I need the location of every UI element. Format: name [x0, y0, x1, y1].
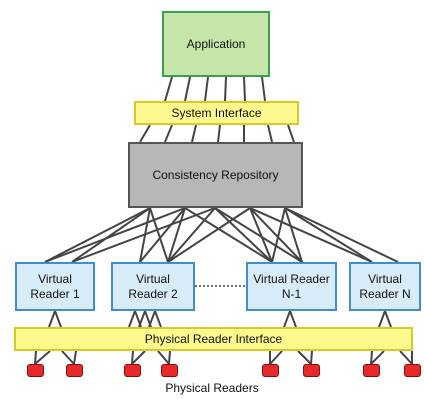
repository-reader-connector: [249, 207, 373, 263]
repository-reader-connector: [44, 207, 151, 263]
interface-physical-reader-connector: [168, 350, 171, 365]
interface-repository-connector: [217, 124, 221, 143]
repository-reader-connector: [167, 207, 251, 263]
app-interface-connector: [224, 76, 227, 102]
repository-reader-connector: [249, 207, 303, 263]
physical-reader-device: [161, 364, 178, 377]
app-interface-connector: [184, 76, 191, 102]
virtual-reader-1-box: Virtual Reader 1: [15, 262, 95, 311]
interface-physical-reader-connector: [157, 350, 170, 365]
repository-reader-connector: [284, 207, 399, 263]
physical-reader-device: [404, 364, 421, 377]
virtual-reader-n-minus-1-box: Virtual Reader N-1: [246, 262, 337, 311]
interface-physical-reader-connector: [34, 350, 51, 365]
repository-reader-connector: [249, 207, 273, 263]
physical-reader-device: [363, 364, 380, 377]
app-interface-connector: [164, 76, 173, 102]
repository-reader-connector: [71, 207, 151, 263]
physical-reader-interface-label: Physical Reader Interface: [144, 331, 283, 346]
interface-repository-connector: [267, 124, 273, 143]
repository-reader-connector: [167, 207, 216, 263]
physical-reader-device: [124, 364, 141, 377]
consistency-repository-label: Consistency Repository: [152, 167, 279, 182]
system-interface-label: System Interface: [171, 105, 262, 120]
interface-physical-reader-connector: [131, 350, 134, 365]
interface-repository-connector: [287, 124, 295, 143]
consistency-repository-box: Consistency Repository: [128, 142, 303, 208]
interface-physical-reader-connector: [310, 350, 313, 365]
repository-reader-connector: [139, 207, 186, 263]
repository-reader-connector: [214, 207, 273, 263]
virtual-reader-n-minus-1-label: Virtual Reader N-1: [253, 271, 330, 301]
reader-interface-connector: [54, 310, 62, 328]
interface-physical-reader-connector: [399, 350, 413, 365]
repository-reader-connector: [71, 207, 216, 263]
repository-reader-connector: [214, 207, 303, 263]
repository-reader-connector: [184, 207, 273, 263]
virtual-reader-n-box: Virtual Reader N: [349, 262, 421, 311]
virtual-reader-2-box: Virtual Reader 2: [111, 262, 195, 311]
repository-reader-connector: [271, 207, 286, 263]
interface-physical-reader-connector: [34, 350, 37, 365]
interface-repository-connector: [191, 124, 197, 143]
virtual-reader-1-label: Virtual Reader 1: [30, 271, 80, 301]
interface-physical-reader-connector: [297, 350, 312, 365]
repository-reader-connector: [167, 207, 186, 263]
virtual-reader-n-label: Virtual Reader N: [359, 271, 411, 301]
physical-reader-interface-box: Physical Reader Interface: [14, 327, 413, 351]
reader-interface-connector: [48, 310, 56, 328]
physical-reader-device: [303, 364, 320, 377]
interface-physical-reader-connector: [370, 350, 373, 365]
physical-reader-device: [66, 364, 83, 377]
repository-reader-connector: [149, 207, 169, 263]
reader-interface-connector: [384, 310, 392, 328]
interface-physical-reader-connector: [61, 350, 75, 365]
system-interface-box: System Interface: [134, 101, 299, 125]
repository-reader-connector: [284, 207, 373, 263]
repository-reader-connector: [44, 207, 186, 263]
reader-interface-connector: [283, 310, 291, 328]
application-box: Application: [162, 11, 270, 77]
application-label: Application: [186, 36, 246, 51]
repository-reader-connector: [284, 207, 303, 263]
interface-physical-reader-connector: [370, 350, 385, 365]
physical-readers-label: Physical Readers: [165, 381, 259, 395]
reader-interface-connector: [378, 310, 386, 328]
interface-physical-reader-connector: [73, 350, 77, 365]
interface-repository-connector: [164, 124, 173, 143]
interface-physical-reader-connector: [131, 350, 146, 365]
reader-interface-connector: [148, 310, 156, 328]
physical-reader-device: [262, 364, 279, 377]
interface-repository-connector: [139, 124, 151, 143]
virtual-reader-2-label: Virtual Reader 2: [128, 271, 178, 301]
reader-interface-connector: [289, 310, 297, 328]
reader-interface-connector: [154, 310, 162, 328]
app-interface-connector: [204, 76, 209, 102]
physical-reader-device: [27, 364, 44, 377]
app-interface-connector: [243, 76, 246, 102]
interface-physical-reader-connector: [269, 350, 283, 365]
reader-interface-connector: [128, 310, 136, 328]
reader-interface-connector: [138, 310, 146, 328]
app-interface-connector: [261, 76, 266, 102]
